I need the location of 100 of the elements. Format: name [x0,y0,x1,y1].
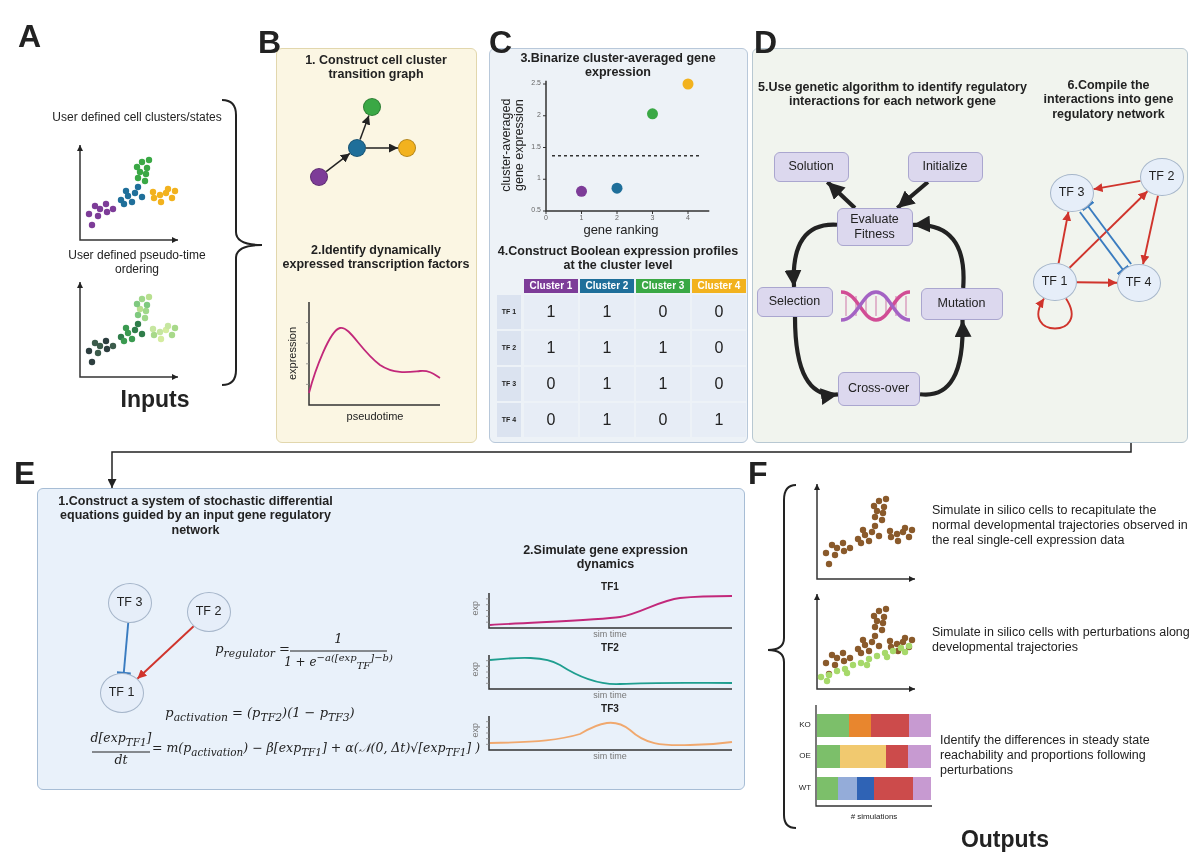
table-cell: 0 [692,331,746,365]
section-title: Outputs [959,826,1051,854]
description-text: Simulate in silico cells to recapitulate the normal developmental trajectories observed in the real single-cell expression data [932,503,1189,548]
gene-node: TF 4 [1116,263,1161,302]
gene-node: TF 3 [1049,173,1094,212]
inhibition-line [115,622,132,675]
inhibition-line [1081,200,1133,265]
column-header: Cluster 3 [636,279,690,293]
section-heading: 1. Construct cell cluster transition graph [304,52,448,82]
description-text: Simulate in silico cells with perturbations along developmental trajectories [932,625,1191,655]
arrow [1068,190,1149,269]
category-label: OE [798,751,812,761]
section-heading: 2.Identify dynamically expressed transcription factors [281,242,471,272]
section-heading: 5.Use genetic algorithm to identify regulatory interactions for each network gene [757,79,1028,109]
axis-label: gene ranking [582,222,660,238]
inhibition-line [1078,211,1130,276]
section-heading: 4.Construct Boolean expression profiles at the cluster level [496,243,740,273]
equation: d[exp$_{TF1}$] [89,731,153,748]
table-cell: 0 [524,403,578,437]
equation: p$_{activation}$ = (p$_{TF2}$)(1 − p$_{TF3}$) [164,705,356,725]
section-title: Inputs [119,386,191,414]
table-cell: 0 [692,295,746,329]
table-cell: 1 [580,367,634,401]
plot-caption: User defined pseudo-time ordering [67,248,207,277]
panel-letter: A [18,18,43,56]
axis-label: expression [285,325,299,383]
arrow [107,442,1132,489]
plot-caption: User defined cell clusters/states [51,110,223,125]
section-heading: 1.Construct a system of stochastic differential equations guided by an input gene regulatory network [57,493,334,538]
gene-node: TF 1 [99,672,144,713]
process-box: Cross-over [837,371,920,406]
process-box: Initialize [907,151,983,182]
axis-label: sim time [592,690,628,701]
axis-label: # simulations [849,812,899,822]
equation: dt [113,753,129,768]
description-text: Identify the differences in steady state reachability and proportions following perturbations [940,733,1151,778]
gene-node: TF 2 [186,591,231,632]
step-panel [37,488,745,790]
arrow [792,316,839,404]
table-cell: 1 [636,367,690,401]
gene-node: TF 3 [107,582,152,623]
process-box: Selection [756,286,833,317]
cluster-node [362,97,381,116]
plot-title: TF2 [600,642,620,654]
cluster-node [397,138,416,157]
section-heading: 2.Simulate gene expression dynamics [522,542,689,572]
table-cell: 1 [692,403,746,437]
arrow [919,320,972,397]
axis-label: pseudotime [345,410,405,423]
axis-label: exp [469,722,481,740]
table-cell: 0 [524,367,578,401]
axis-label: sim time [592,751,628,762]
arrow [895,180,930,210]
table-cell: 0 [692,367,746,401]
section-heading: 3.Binarize cluster-averaged gene expression [519,50,717,80]
category-label: KO [798,720,812,730]
process-box: Solution [773,151,849,182]
arrow [1140,194,1159,266]
axis-label: cluster-averaged gene expression [499,97,527,194]
table-cell: 1 [524,295,578,329]
process-box: Evaluate Fitness [836,207,913,246]
column-header: Cluster 2 [580,279,634,293]
category-label: WT [797,783,813,793]
table-cell: 0 [636,295,690,329]
cluster-node [309,167,328,186]
arrow [1092,179,1142,192]
equation: 1 [333,631,344,647]
plot-title: TF1 [600,581,620,593]
gene-node: TF 2 [1139,157,1184,196]
table-cell: 0 [636,403,690,437]
axis-label: exp [469,600,481,618]
arrow [359,114,371,141]
arrow [365,143,399,153]
axis-label: exp [469,661,481,679]
table-cell: 1 [524,331,578,365]
panel-letter: B [258,24,283,62]
column-header: Cluster 1 [524,279,578,293]
panel-letter: D [754,24,779,62]
arrow [1076,278,1118,288]
arrow [325,152,351,173]
process-box: Mutation [920,287,1003,320]
plot-title: TF3 [600,703,620,715]
arrow [136,625,195,680]
panel-letter: F [748,455,769,493]
table-cell: 1 [580,295,634,329]
table-cell: 1 [580,331,634,365]
table-cell: 1 [636,331,690,365]
arrow [825,180,857,210]
panel-letter: E [14,455,37,493]
equation: = m(p$_{activation}$) − β[exp$_{TF1}$] + α(𝒩(0, Δt)√[exp$_{TF1}$] ) [152,741,482,758]
cluster-node [347,138,366,157]
arrow [1057,210,1072,265]
arrow [1036,297,1073,330]
table-cell: 1 [580,403,634,437]
axis-label: sim time [592,629,628,640]
section-heading: 6.Compile the interactions into gene regulatory network [1042,77,1175,122]
column-header: Cluster 4 [692,279,746,293]
arrow [913,216,966,289]
arrow [785,222,837,288]
gene-node: TF 1 [1032,262,1077,301]
